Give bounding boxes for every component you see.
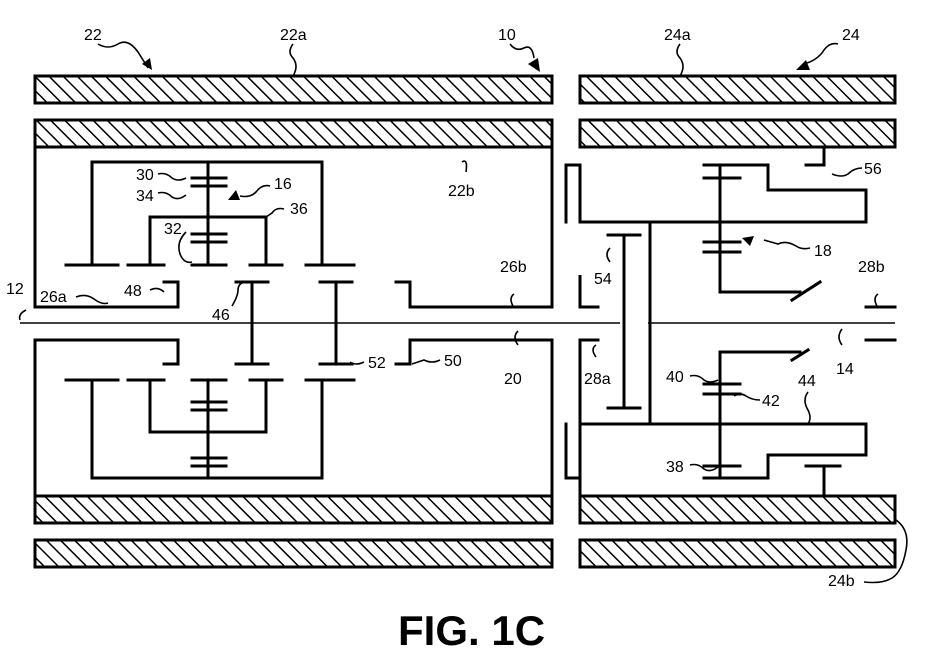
hatch-bar-22a-outer (35, 76, 552, 103)
hatch-bar-22b-inner (35, 120, 552, 147)
label-54: 54 (594, 271, 612, 288)
label-10: 10 (498, 27, 516, 44)
label-22a: 22a (280, 27, 307, 44)
label-24a: 24a (664, 27, 691, 44)
label-22: 22 (84, 27, 102, 44)
housing-22 (35, 76, 552, 567)
label-38: 38 (666, 459, 684, 476)
label-44: 44 (798, 373, 816, 390)
hatch-bar-24-inner (580, 120, 895, 147)
label-14: 14 (836, 361, 854, 378)
label-28b: 28b (858, 259, 885, 276)
label-28a: 28a (584, 371, 611, 388)
label-24b: 24b (828, 573, 855, 590)
label-20: 20 (504, 371, 522, 388)
label-46: 46 (212, 307, 230, 324)
label-26b: 26b (500, 259, 527, 276)
label-16: 16 (274, 176, 292, 193)
label-56: 56 (864, 161, 882, 178)
label-34: 34 (136, 188, 154, 205)
label-52: 52 (368, 355, 386, 372)
label-32: 32 (164, 221, 182, 238)
label-18: 18 (814, 243, 832, 260)
hatch-bar-24b-outer (580, 540, 895, 567)
label-26a: 26a (40, 289, 67, 306)
label-24: 24 (842, 27, 860, 44)
planetary-18 (566, 147, 895, 496)
label-30: 30 (136, 167, 154, 184)
hatch-bar-lower-inner (35, 496, 552, 523)
planetary-16 (66, 162, 354, 478)
housing-24 (580, 76, 895, 567)
hatch-bar-24b-inner (580, 496, 895, 523)
hatch-bar-24a-outer (580, 76, 895, 103)
label-36: 36 (290, 201, 308, 218)
label-42: 42 (762, 393, 780, 410)
hatch-bar-lower-outer (35, 540, 552, 567)
figure-caption: FIG. 1C (398, 607, 545, 654)
label-50: 50 (444, 353, 462, 370)
label-12: 12 (6, 281, 24, 298)
label-40: 40 (666, 369, 684, 386)
label-48: 48 (124, 283, 142, 300)
label-22b: 22b (448, 183, 475, 200)
